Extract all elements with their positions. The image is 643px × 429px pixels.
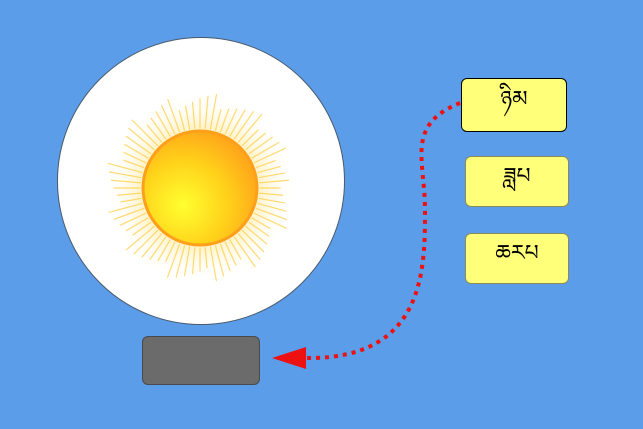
word-card-2[interactable]: ཆརཔ bbox=[465, 233, 569, 284]
word-card-1[interactable]: ཟླཔ bbox=[465, 156, 569, 207]
picture-circle bbox=[57, 37, 345, 325]
arrow-head-icon bbox=[272, 347, 306, 369]
sun-icon bbox=[105, 93, 295, 283]
word-card-0[interactable]: ཉིམ bbox=[461, 78, 567, 132]
answer-drop-target[interactable] bbox=[142, 336, 260, 385]
